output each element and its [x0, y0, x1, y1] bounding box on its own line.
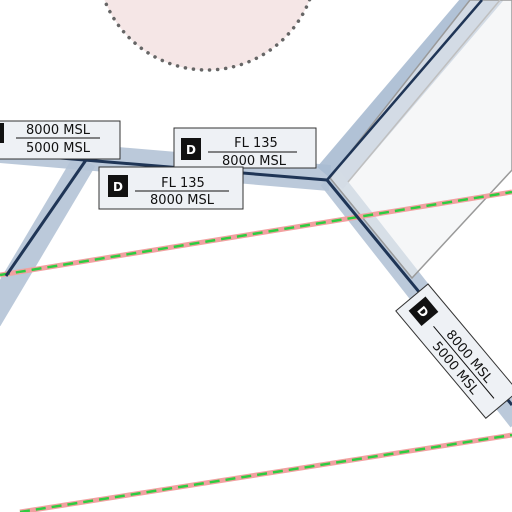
label-lower-altitude: 8000 MSL [222, 154, 287, 169]
airway-left-diagonal [4, 159, 88, 277]
airway-northeast [326, 0, 483, 181]
restricted-zone[interactable] [97, 0, 317, 72]
label-upper-altitude: FL 135 [234, 136, 278, 151]
airspace-label[interactable]: 8000 MSL 5000 MSL [0, 120, 121, 160]
label-upper-altitude: 8000 MSL [26, 123, 91, 138]
wedge-inner-edge [347, 0, 501, 183]
airspace-wedge [329, 0, 512, 280]
airspace-label[interactable]: D 8000 MSL 5000 MSL [395, 283, 512, 419]
boundary-green-lower [19, 433, 512, 512]
label-lower-altitude: 8000 MSL [150, 193, 215, 208]
airspace-label[interactable]: D FL 135 8000 MSL [173, 127, 317, 169]
class-badge [181, 138, 201, 160]
class-badge [0, 123, 4, 143]
class-badge [408, 296, 439, 327]
label-box [0, 120, 121, 160]
airspace-label[interactable]: D FL 135 8000 MSL [98, 166, 244, 210]
corridor-left-diagonal [0, 153, 96, 327]
class-badge [108, 175, 128, 197]
label-divider [433, 326, 495, 399]
class-d-badge-text: D [186, 143, 196, 157]
label-lower-altitude: 5000 MSL [26, 141, 91, 156]
class-d-badge-text: D [113, 180, 123, 194]
airspace-boundaries [0, 189, 512, 512]
boundary-green-upper [0, 190, 512, 277]
label-upper-altitude: FL 135 [161, 176, 205, 191]
